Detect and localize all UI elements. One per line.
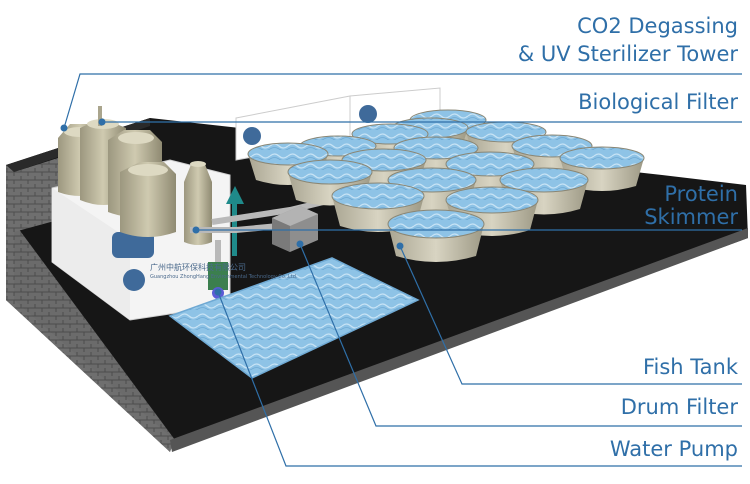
protein-skimmer [184, 161, 244, 256]
label-biological-filter: Biological Filter [578, 90, 738, 114]
leader-line-co2 [63, 73, 742, 129]
label-skimmer: Skimmer [644, 205, 738, 229]
co2-degassing-uv-tower [58, 106, 176, 237]
banner-company-subtext: Guangzhou ZhongHang Environmental Techno… [150, 274, 298, 280]
brick-wall [6, 158, 748, 452]
leader-line-fish-tank [399, 245, 742, 385]
label-co2-degassing: CO2 Degassing [577, 14, 738, 38]
fish-tank [445, 186, 539, 236]
leader-lines [60, 73, 742, 467]
fish-tank [387, 209, 485, 262]
sump-pool [168, 257, 420, 379]
label-protein: Protein [664, 182, 738, 206]
banner-company-text: 广州中航环保科技有限公司 [150, 263, 246, 272]
leader-line-water-pump [217, 291, 742, 467]
drum-filter-box [272, 206, 318, 252]
fish-tank-array [247, 109, 645, 262]
fish-tank [287, 159, 373, 206]
label-fish-tank: Fish Tank [642, 355, 738, 379]
label-uv-sterilizer-tower: & UV Sterilizer Tower [517, 42, 738, 66]
label-drum-filter: Drum Filter [620, 395, 738, 419]
label-water-pump: Water Pump [609, 437, 738, 461]
leader-line-drum-filter [299, 243, 742, 427]
